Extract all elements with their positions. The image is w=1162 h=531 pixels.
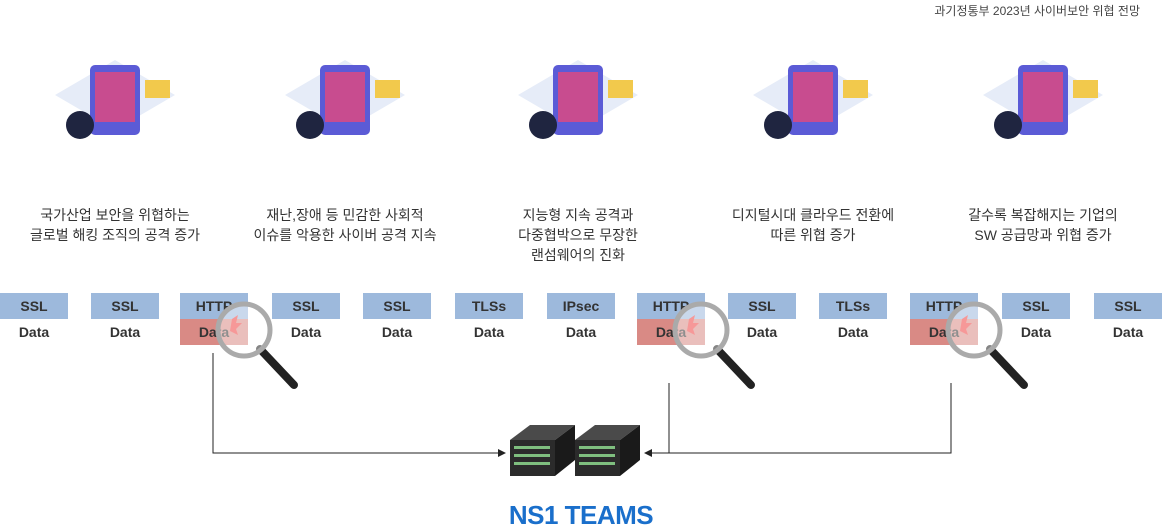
server-icon (510, 425, 575, 476)
packet-payload: Data (1112, 324, 1144, 340)
packet-payload: Data (473, 324, 505, 340)
packet: SSL Data (1094, 293, 1162, 345)
product-title: NS1 TEAMS (508, 500, 654, 530)
packet: SSL Data (1002, 293, 1070, 345)
packet: SSL Data (728, 293, 796, 345)
threat-card: 지능형 지속 공격과 다중협박으로 무장한 랜섬웨어의 진화 (463, 50, 693, 265)
hacker-desk-illustration (518, 60, 638, 139)
packet-protocol: IPsec (547, 293, 615, 319)
magnifier-icon (215, 301, 298, 389)
packet: SSL Data (91, 293, 159, 345)
flow-line-3 (669, 383, 952, 454)
threat-card: 갈수록 복잡해지는 기업의 SW 공급망과 위협 증가 (928, 50, 1158, 245)
packet-protocol: SSL (91, 293, 159, 319)
packet-protocol: SSL (1002, 293, 1070, 319)
packet-payload: Data (746, 324, 778, 340)
magnifier-icon (672, 301, 755, 389)
packet: SSL Data (272, 293, 340, 345)
packet-protocol: SSL (1094, 293, 1162, 319)
threat-caption: 국가산업 보안을 위협하는 글로벌 해킹 조직의 공격 증가 (29, 207, 201, 243)
packet-protocol: SSL (272, 293, 340, 319)
packet: SSL Data (0, 293, 68, 345)
packet-payload: Data (1020, 324, 1052, 340)
packet-protocol: TLSs (455, 293, 523, 319)
packet-protocol: SSL (363, 293, 431, 319)
magnifier-icon (945, 301, 1028, 389)
hacker-phone-illustration (55, 60, 175, 139)
tablet-password-illustration (285, 60, 405, 139)
laptop-alert-illustration (753, 60, 873, 139)
source-note: 과기정통부 2023년 사이버보안 위협 전망 (934, 4, 1140, 18)
packet-payload: Data (837, 324, 869, 340)
threat-card: 디지털시대 클라우드 전환에 따른 위협 증가 (698, 50, 928, 245)
packet-payload: Data (565, 324, 597, 340)
threat-caption: 재난,장애 등 민감한 사회적 이슈를 악용한 사이버 공격 지속 (253, 207, 437, 243)
server-icon (575, 425, 640, 476)
flow-line-2 (644, 383, 670, 457)
flow-line-1 (212, 353, 506, 457)
threat-caption: 지능형 지속 공격과 다중협박으로 무장한 랜섬웨어의 진화 (518, 207, 638, 263)
threat-card: 재난,장애 등 민감한 사회적 이슈를 악용한 사이버 공격 지속 (230, 50, 460, 245)
packet-payload: Data (109, 324, 141, 340)
packet-payload: Data (381, 324, 413, 340)
packet-payload: Data (18, 324, 50, 340)
threat-caption: 갈수록 복잡해지는 기업의 SW 공급망과 위협 증가 (968, 207, 1118, 243)
packet-protocol: TLSs (819, 293, 887, 319)
packet-protocol: SSL (0, 293, 68, 319)
threat-caption: 디지털시대 클라우드 전환에 따른 위협 증가 (731, 207, 895, 243)
threat-card: 국가산업 보안을 위협하는 글로벌 해킹 조직의 공격 증가 (0, 50, 230, 245)
packet-protocol: SSL (728, 293, 796, 319)
packet: SSL Data (363, 293, 431, 345)
server-hacker-illustration (983, 60, 1103, 139)
packet-payload: Data (290, 324, 322, 340)
